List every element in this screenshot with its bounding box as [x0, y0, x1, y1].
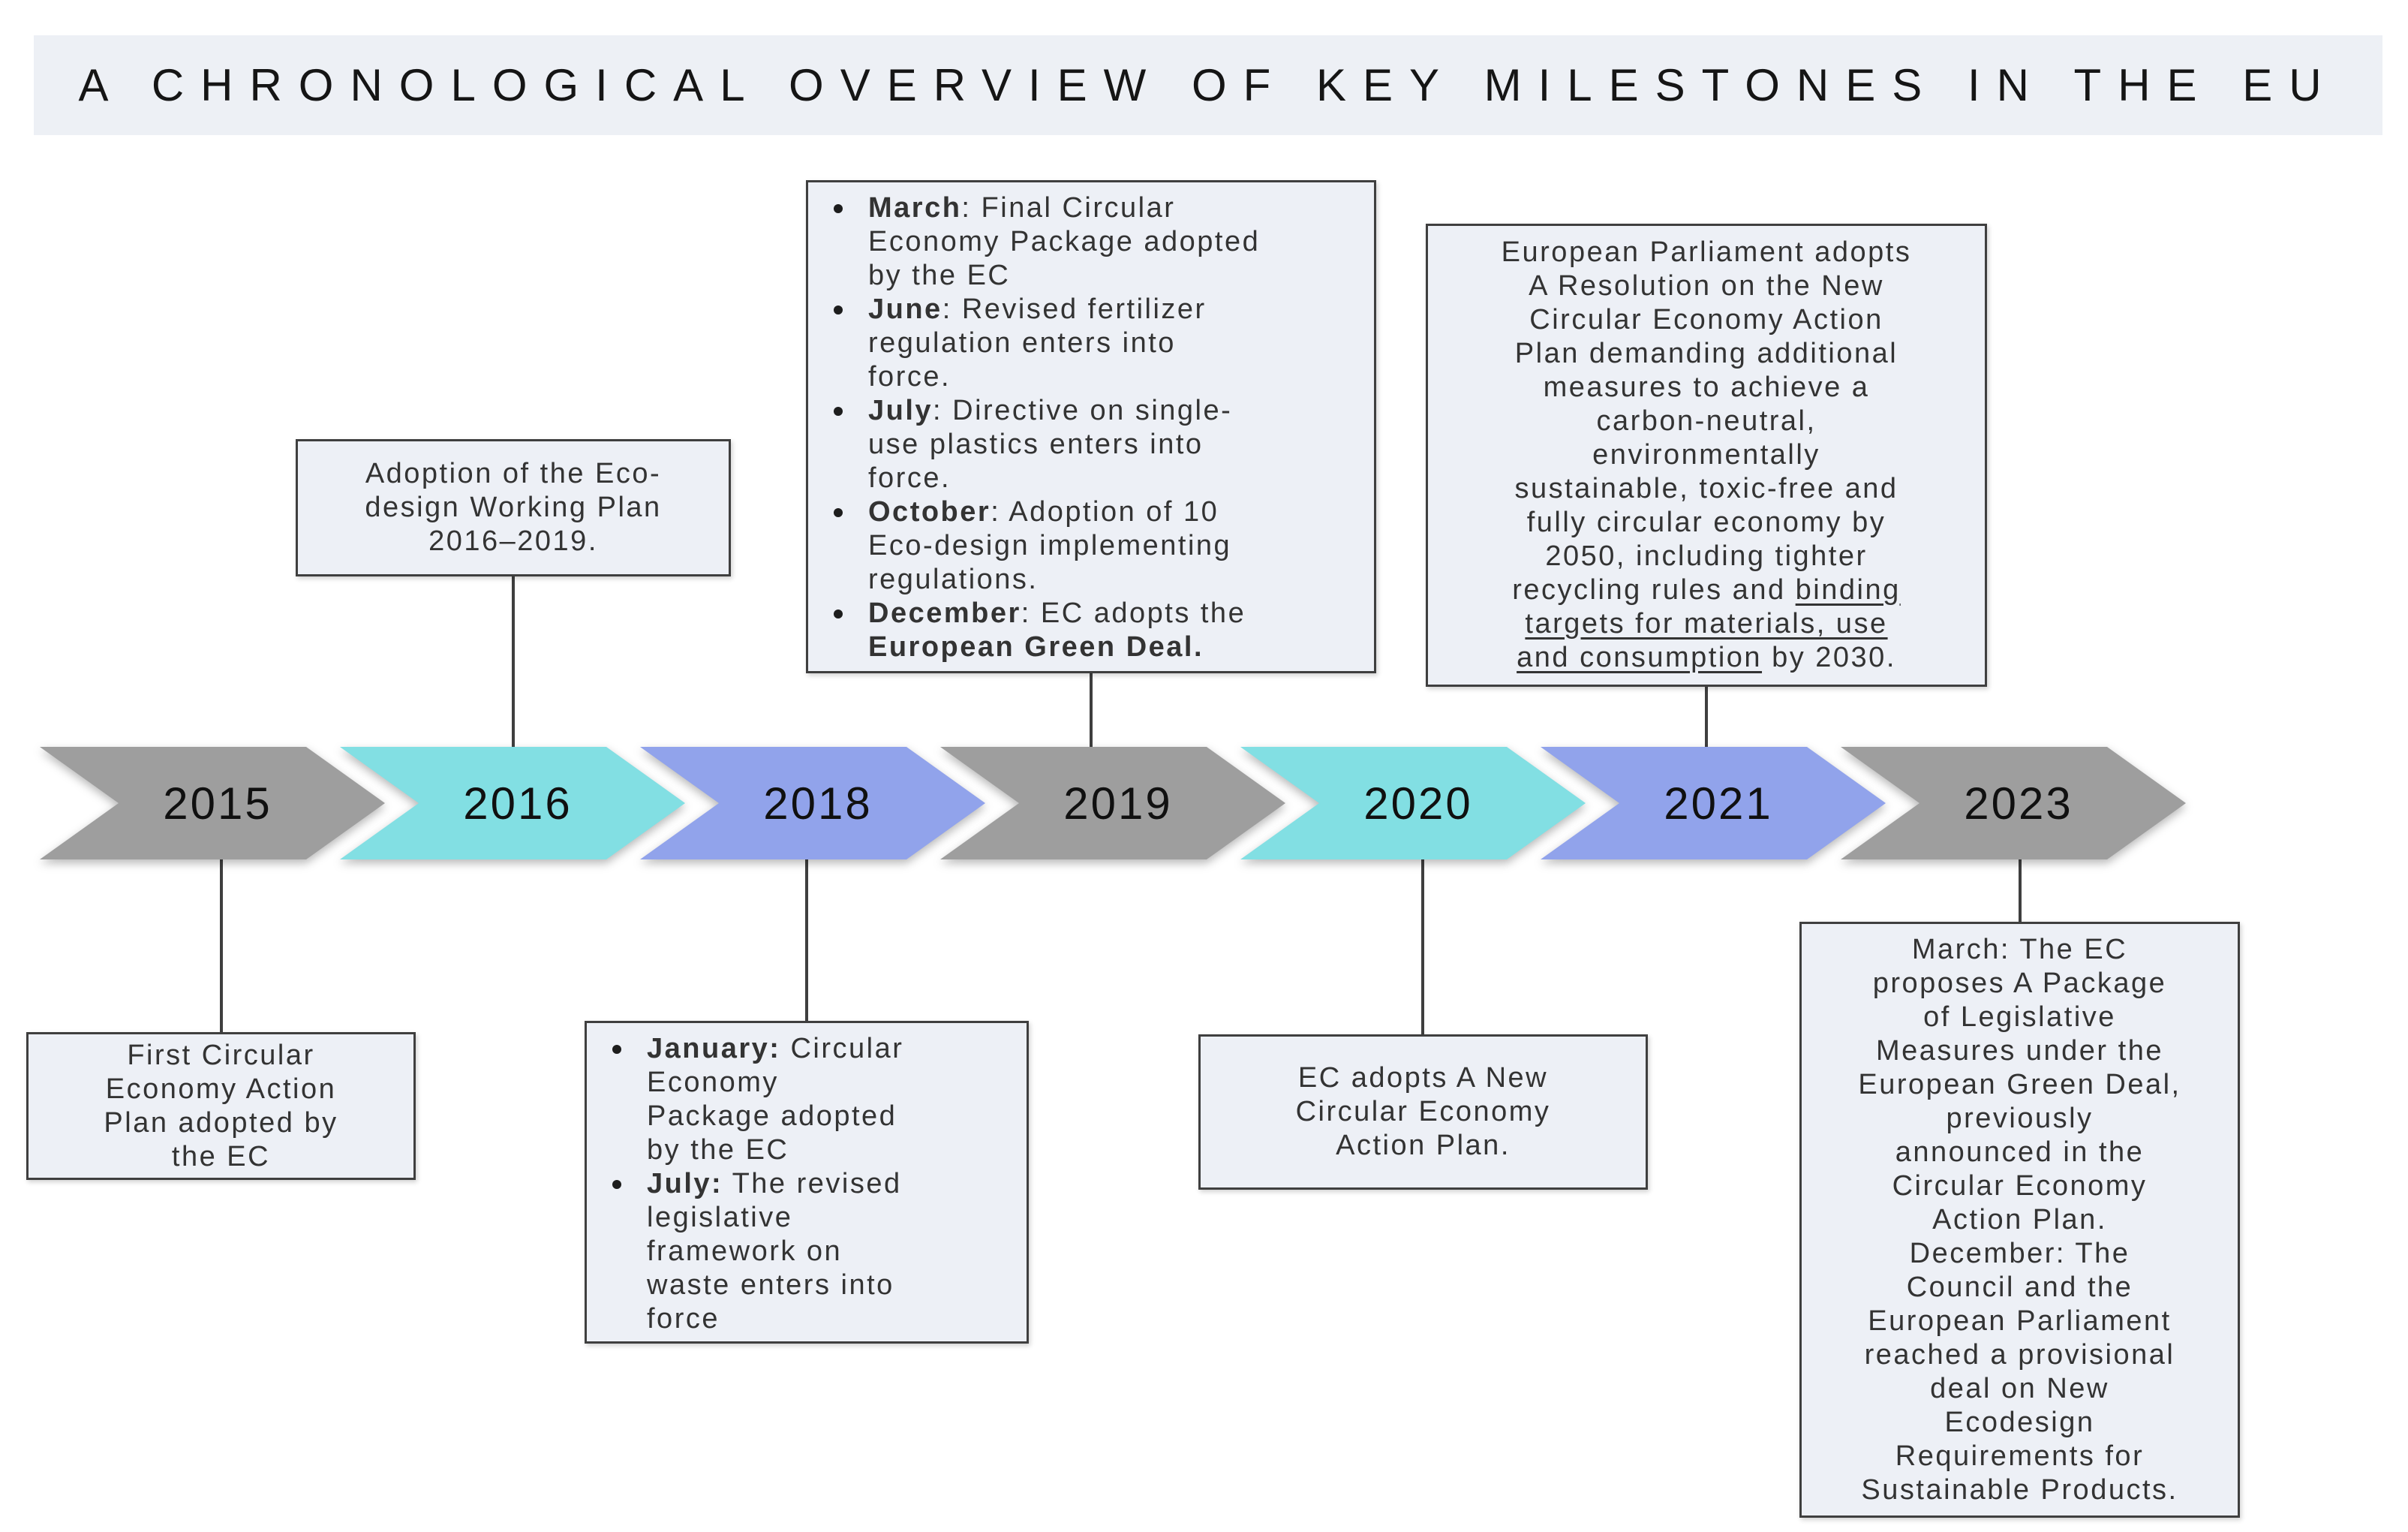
timeline-chevron-2021: 2021: [1541, 747, 1886, 859]
connector-line-2015: [220, 857, 223, 1034]
timeline-chevron-2023: 2023: [1841, 747, 2186, 859]
milestone-box-2021: European Parliament adopts A Resolution …: [1426, 224, 1987, 687]
text-segment: : Adoption of 10 Eco-design implementing…: [868, 496, 1232, 595]
bullet-item: October: Adoption of 10 Eco-design imple…: [834, 495, 1362, 597]
milestone-box-2020: EC adopts A New Circular Economy Action …: [1198, 1034, 1648, 1190]
milestone-bullet-list-2019: March: Final Circular Economy Package ad…: [834, 191, 1362, 664]
text-segment: : EC adopts the: [1021, 597, 1246, 629]
milestone-box-2018: January: Circular Economy Package adopte…: [585, 1021, 1029, 1344]
text-segment: June: [868, 293, 942, 325]
chevron-arrow-shape: 2015: [40, 747, 385, 859]
text-segment: The revised legislative framework on was…: [647, 1168, 902, 1335]
connector-line-2018: [805, 857, 808, 1023]
text-segment: : Directive on single- use plastics ente…: [868, 395, 1233, 494]
chevron-arrow-shape: 2021: [1541, 747, 1886, 859]
chevron-arrow-shape: 2018: [640, 747, 985, 859]
page-title: A CHRONOLOGICAL OVERVIEW OF KEY MILESTON…: [78, 60, 2338, 110]
bullet-item: June: Revised fertilizer regulation ente…: [834, 293, 1362, 394]
bullet-item: March: Final Circular Economy Package ad…: [834, 191, 1362, 293]
text-segment: January:: [647, 1033, 781, 1064]
timeline-year-label: 2018: [763, 778, 873, 829]
chevron-arrow-shape: 2020: [1240, 747, 1586, 859]
timeline-year-label: 2020: [1363, 778, 1473, 829]
milestone-text-2016: Adoption of the Eco- design Working Plan…: [365, 458, 662, 557]
bullet-item: January: Circular Economy Package adopte…: [612, 1032, 1019, 1167]
text-segment: European Green Deal.: [868, 631, 1204, 663]
connector-line-2020: [1421, 857, 1424, 1037]
timeline-chevron-2020: 2020: [1240, 747, 1586, 859]
connector-line-2023: [2019, 857, 2022, 924]
timeline-year-label: 2016: [463, 778, 573, 829]
timeline-chevron-2018: 2018: [640, 747, 985, 859]
bullet-item: December: EC adopts the European Green D…: [834, 597, 1362, 664]
timeline-year-label: 2015: [163, 778, 272, 829]
chevron-arrow-shape: 2023: [1841, 747, 2186, 859]
timeline-year-label: 2019: [1063, 778, 1173, 829]
chevron-arrow-shape: 2019: [940, 747, 1285, 859]
milestone-box-2016: Adoption of the Eco- design Working Plan…: [296, 439, 731, 576]
text-segment: by 2030.: [1762, 642, 1896, 673]
timeline-year-label: 2021: [1664, 778, 1773, 829]
timeline-chevron-2019: 2019: [940, 747, 1285, 859]
milestone-box-2015: First Circular Economy Action Plan adopt…: [26, 1032, 416, 1180]
connector-line-2021: [1705, 685, 1708, 749]
connector-line-2019: [1090, 671, 1093, 749]
timeline-chevron-2016: 2016: [340, 747, 685, 859]
title-banner: A CHRONOLOGICAL OVERVIEW OF KEY MILESTON…: [34, 35, 2382, 135]
milestone-bullet-list-2018: January: Circular Economy Package adopte…: [612, 1032, 1019, 1336]
milestone-text-2020: EC adopts A New Circular Economy Action …: [1295, 1062, 1551, 1161]
chevron-arrow-shape: 2016: [340, 747, 685, 859]
bullet-item: July: Directive on single- use plastics …: [834, 394, 1362, 495]
timeline-chevron-2015: 2015: [40, 747, 385, 859]
connector-line-2016: [512, 576, 515, 749]
milestone-text-2021: European Parliament adopts A Resolution …: [1502, 236, 1912, 675]
text-segment: : Revised fertilizer regulation enters i…: [868, 293, 1207, 393]
text-segment: : Final Circular Economy Package adopted…: [868, 192, 1261, 291]
text-segment: March: [868, 192, 962, 224]
text-segment: European Parliament adopts A Resolution …: [1501, 236, 1912, 606]
text-segment: July: [868, 395, 933, 426]
milestone-box-2019: March: Final Circular Economy Package ad…: [806, 180, 1376, 673]
milestone-text-2023: March: The EC proposes A Package of Legi…: [1858, 933, 2181, 1506]
text-segment: binding targets for materials, use and c…: [1517, 574, 1901, 673]
text-segment: Circular Economy Package adopted by the …: [647, 1033, 904, 1166]
text-segment: December: [868, 597, 1021, 629]
text-segment: July:: [647, 1168, 723, 1199]
timeline-year-label: 2023: [1964, 778, 2073, 829]
text-segment: October: [868, 496, 991, 528]
bullet-item: July: The revised legislative framework …: [612, 1167, 1019, 1336]
milestone-box-2023: March: The EC proposes A Package of Legi…: [1799, 922, 2240, 1518]
milestone-text-2015: First Circular Economy Action Plan adopt…: [104, 1039, 338, 1172]
